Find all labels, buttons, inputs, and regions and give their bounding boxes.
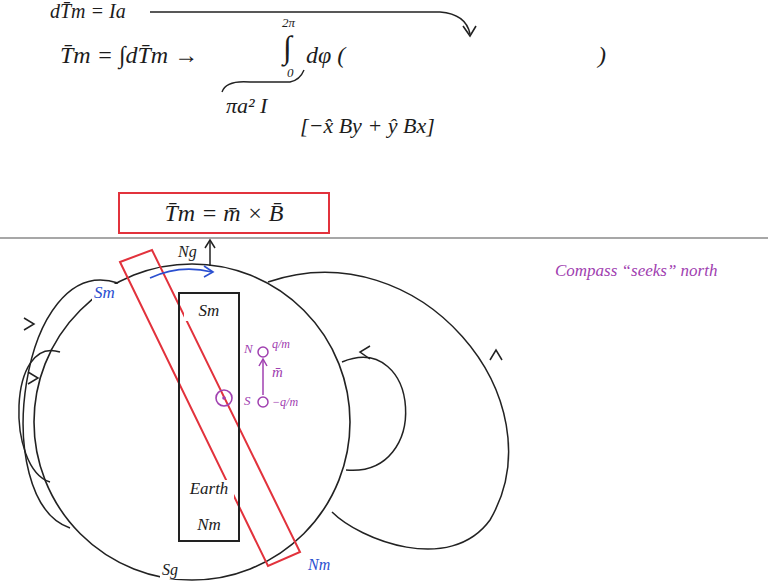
- integral-sign: ∫: [283, 30, 292, 65]
- node-text: Nm: [184, 516, 234, 535]
- pole-label: N: [244, 342, 253, 356]
- node-text: Earth: [184, 480, 234, 499]
- integral-limit: 2π: [282, 16, 295, 30]
- moment-label: m̄: [272, 364, 283, 381]
- ink-stroke: [150, 12, 470, 34]
- pole-label: Sm: [92, 284, 117, 303]
- equation-text: πa² I: [226, 94, 267, 118]
- arrow-head: [463, 26, 476, 36]
- arrow-head: [490, 350, 502, 360]
- pole-label: Nm: [306, 556, 332, 574]
- charge-symbol: [258, 347, 268, 357]
- arrow-head: [259, 359, 267, 366]
- note-text: Compass “seeks” north: [555, 262, 717, 281]
- node-text: Sm: [184, 302, 234, 321]
- current-loop: [216, 390, 232, 406]
- arrow-head: [205, 240, 215, 248]
- axis-arrow: [209, 241, 211, 266]
- charge-label: q/m: [272, 338, 290, 351]
- field-line: [23, 280, 118, 528]
- field-line: [19, 351, 60, 482]
- earth-outline: [34, 264, 350, 580]
- result-box: T̄m = m̄ × B̄: [118, 192, 330, 234]
- arrow-head: [28, 372, 38, 384]
- pole-label: Ng: [176, 243, 199, 261]
- arrow-head: [204, 266, 213, 277]
- tilt-arc: [150, 269, 212, 278]
- equation-text: T̄m = ∫dT̄m →: [60, 42, 198, 68]
- equation-text: dT̄m = Ia: [50, 0, 126, 22]
- moment-arrow: [262, 360, 264, 395]
- tilted-magnet: [120, 250, 300, 566]
- equation-text: [−x̂ By + ŷ Bx]: [300, 114, 435, 138]
- dot: [222, 396, 226, 400]
- arrow-head: [360, 346, 370, 359]
- integral-limit: 0: [287, 66, 294, 80]
- pole-label: S: [244, 394, 251, 408]
- charge-symbol: [258, 397, 268, 407]
- pole-label: Sg: [160, 561, 180, 579]
- node-text: T̄m = m̄ × B̄: [164, 200, 283, 226]
- field-line: [342, 357, 406, 470]
- equation-text: ): [598, 42, 606, 68]
- field-line: [268, 272, 509, 549]
- charge-label: −q/m: [272, 396, 298, 409]
- bar-magnet: SmEarthNm: [178, 292, 240, 542]
- separator-line: [0, 237, 768, 239]
- arrow-head: [24, 318, 34, 330]
- equation-text: dφ (: [306, 42, 345, 68]
